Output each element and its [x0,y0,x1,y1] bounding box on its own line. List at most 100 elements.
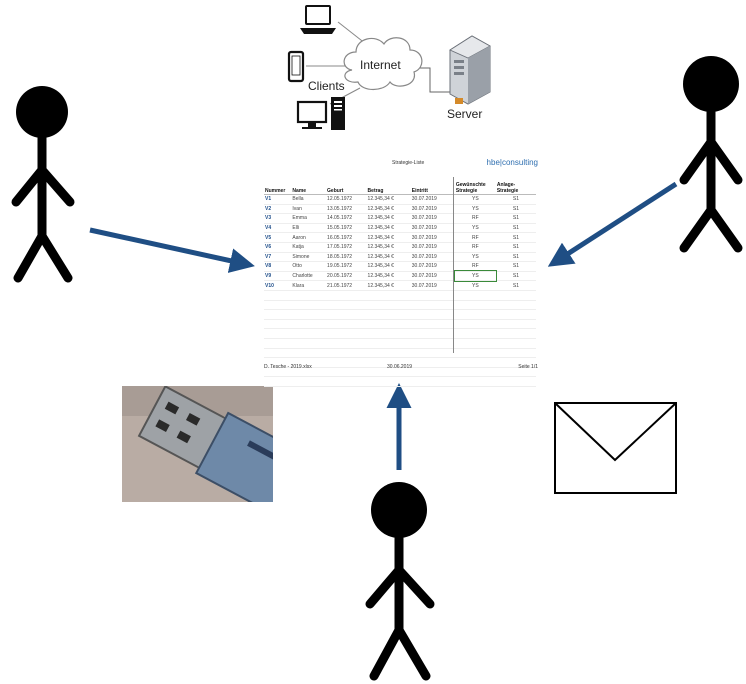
table-cell: RF [454,261,496,272]
table-cell: S1 [495,213,536,224]
table-cell: S1 [495,271,536,282]
table-cell: V9 [264,271,292,282]
stick-figure-icon [11,86,75,283]
table-cell: Otto [291,261,327,272]
table-cell: Ivan [291,204,327,215]
table-cell: RF [454,242,496,253]
column-header: Eintritt [410,177,455,195]
table-cell: YS [454,204,496,215]
table-cell: V8 [264,261,292,272]
clients-label: Clients [308,79,345,93]
table-cell: S1 [495,261,536,272]
footer-filename: D. Tesche - 2019.xlsx [264,364,312,370]
desktop-icon [296,97,345,130]
table-cell: V4 [264,223,292,234]
table-cell: Bella [291,194,327,205]
table-cell: Simone [291,252,327,263]
column-divider [453,177,454,353]
table-cell: V5 [264,232,292,243]
table-cell: 21.05.1972 [326,280,367,291]
table-cell: Charlotte [291,271,327,282]
table-cell: S1 [495,242,536,253]
table-cell: 30.07.2019 [410,204,455,215]
data-table: Nummer Name Geburt Betrag Eintritt Gewün… [264,177,536,387]
table-cell: 12.05.1972 [326,194,367,205]
table-cell: RF [454,232,496,243]
empty-row [264,300,536,311]
table-cell: 30.07.2019 [410,223,455,234]
table-cell: 30.07.2019 [410,194,455,205]
table-cell: 12.345,34 € [366,271,411,282]
table-cell: YS [454,280,496,291]
brand-logo-text: hbe|consulting [486,158,538,167]
table-cell: Klara [291,280,327,291]
table-cell: Emma [291,213,327,224]
table-cell: 12.345,34 € [366,280,411,291]
footer-date: 30.06.2019 [387,364,413,370]
table-cell: 12.345,34 € [366,242,411,253]
column-header: Name [291,177,327,195]
table-cell: V10 [264,280,292,291]
table-cell: 14.05.1972 [326,213,367,224]
table-cell: S1 [495,232,536,243]
table-cell: 30.07.2019 [410,252,455,263]
table-cell: 13.05.1972 [326,204,367,215]
laptop-icon [300,5,336,34]
table-cell: 17.05.1972 [326,242,367,253]
table-cell: RF [454,213,496,224]
empty-row [264,309,536,320]
table-cell: Elli [291,223,327,234]
arrow-right-to-document [547,181,678,267]
table-cell: YS [454,223,496,234]
table-cell: S1 [495,252,536,263]
table-cell: 12.345,34 € [366,223,411,234]
table-cell: 12.345,34 € [366,261,411,272]
column-header: Anlage-Strategie [495,177,536,195]
envelope-icon [554,402,677,494]
empty-row [264,328,536,339]
phone-icon [287,50,305,83]
server-label: Server [447,107,482,121]
table-cell: 20.05.1972 [326,271,367,282]
cloud-icon [343,37,423,91]
table-cell: 30.07.2019 [410,261,455,272]
footer-page: Seite 1/1 [518,364,538,370]
server-icon [449,35,491,105]
spreadsheet-document: Strategie-Liste hbe|consulting Nummer Na… [262,158,538,387]
table-cell: S1 [495,280,536,291]
column-header: Betrag [366,177,411,195]
empty-row [264,348,536,359]
table-cell: S1 [495,204,536,215]
table-cell: YS [454,252,496,263]
table-cell: 18.05.1972 [326,252,367,263]
table-cell: V3 [264,213,292,224]
table-cell: 30.07.2019 [410,232,455,243]
table-cell: YS [454,194,496,205]
stick-figure-icon [365,482,435,681]
arrow-left-to-document [89,227,255,273]
table-cell: 15.05.1972 [326,223,367,234]
table-cell: YS [453,270,497,282]
table-cell: 12.345,34 € [366,252,411,263]
table-cell: S1 [495,194,536,205]
column-header: Nummer [264,177,292,195]
empty-row [264,290,536,301]
table-cell: S1 [495,223,536,234]
table-cell: V7 [264,252,292,263]
table-cell: 12.345,34 € [366,232,411,243]
table-cell: 12.345,34 € [366,194,411,205]
document-header-title: Strategie-Liste [392,160,425,166]
empty-row [264,367,536,378]
table-cell: 30.07.2019 [410,280,455,291]
